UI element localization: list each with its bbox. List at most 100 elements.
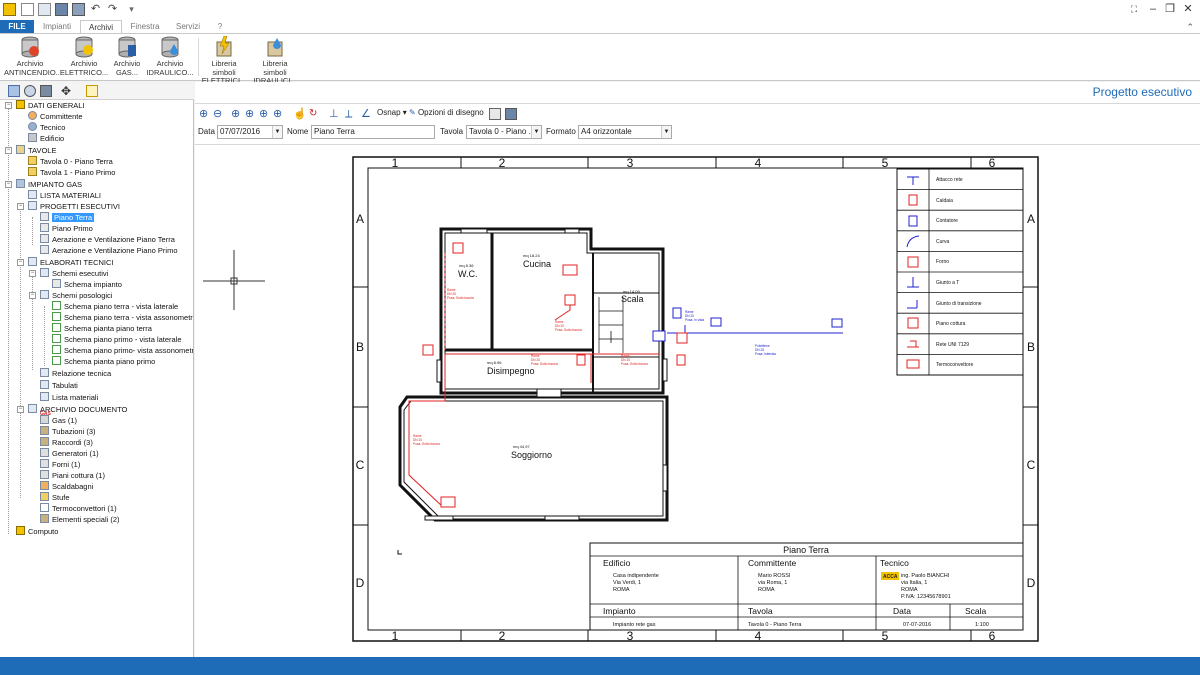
tab-help[interactable]: ? bbox=[217, 22, 223, 31]
chevron-down-icon[interactable]: ▼ bbox=[272, 126, 282, 138]
tab-finestra[interactable]: Finestra bbox=[130, 22, 160, 31]
data-field[interactable]: 07/07/2016▼ bbox=[217, 125, 283, 139]
drawing-canvas[interactable]: 1 2 3 4 5 6 1 2 3 4 5 6 A B C D bbox=[195, 144, 1200, 657]
archivio-idraulico-button[interactable]: Archivio IDRAULICO... bbox=[144, 36, 196, 80]
tree-toggle[interactable]: − bbox=[29, 270, 36, 277]
tree-lista-materiali-2[interactable]: Lista materiali bbox=[40, 392, 98, 403]
chevron-down-icon[interactable]: ▼ bbox=[531, 126, 541, 138]
tree-progetti-esecutivi[interactable]: PROGETTI ESECUTIVI bbox=[28, 201, 120, 212]
formato-select[interactable]: A4 orizzontale▼ bbox=[578, 125, 672, 139]
delete-item-icon[interactable] bbox=[40, 85, 52, 97]
tree-toggle[interactable]: − bbox=[17, 406, 24, 413]
tree-tavola0[interactable]: Tavola 0 - Piano Terra bbox=[28, 156, 113, 167]
tree-schema-1[interactable]: Schema piano terra - vista laterale bbox=[52, 301, 178, 312]
tree-computo[interactable]: Computo bbox=[16, 526, 58, 537]
tree-toggle[interactable]: − bbox=[29, 292, 36, 299]
tree-aerazione-terra[interactable]: Aerazione e Ventilazione Piano Terra bbox=[40, 234, 175, 245]
tab-archivi[interactable]: Archivi bbox=[80, 20, 122, 34]
tree-stufe[interactable]: Stufe bbox=[40, 492, 70, 503]
zoom-previous-icon[interactable]: ⊕ bbox=[259, 108, 269, 120]
tree-tavola1[interactable]: Tavola 1 - Piano Primo bbox=[28, 167, 115, 178]
tree-schemi-posologici[interactable]: Schemi posologici bbox=[40, 290, 112, 301]
snap-endpoint-icon[interactable]: ⊥ bbox=[329, 108, 339, 120]
tree-schemi-esecutivi[interactable]: Schemi esecutivi bbox=[40, 268, 108, 279]
archivio-gas-button[interactable]: Archivio GAS... bbox=[112, 36, 142, 80]
tree-piano-terra[interactable]: Piano Terra bbox=[40, 212, 95, 223]
osnap-dropdown[interactable]: Osnap ▾ bbox=[377, 108, 407, 117]
copy-item-icon[interactable] bbox=[24, 85, 36, 97]
tree-tecnico[interactable]: Tecnico bbox=[28, 122, 65, 133]
new-item-icon[interactable] bbox=[8, 85, 20, 97]
zoom-out-icon[interactable]: ⊖ bbox=[213, 108, 223, 120]
floor-plan-svg[interactable]: 1 2 3 4 5 6 1 2 3 4 5 6 A B C D bbox=[195, 145, 1200, 658]
tree-relazione-tecnica[interactable]: Relazione tecnica bbox=[40, 368, 111, 379]
libreria-simboli-elettrici-button[interactable]: Libreria simboli ELETTRICI... bbox=[200, 35, 248, 85]
tree-toggle[interactable]: − bbox=[17, 259, 24, 266]
redo-icon[interactable]: ↷ bbox=[107, 3, 118, 15]
tree-termoconvettori[interactable]: Termoconvettori (1) bbox=[40, 503, 117, 514]
tree-committente[interactable]: Committente bbox=[28, 111, 83, 122]
tree-piani-cottura[interactable]: Piani cottura (1) bbox=[40, 470, 105, 481]
nome-field[interactable]: Piano Terra bbox=[311, 125, 435, 139]
tree-dati-generali[interactable]: DATI GENERALI bbox=[16, 100, 85, 111]
zoom-window-icon[interactable]: ⊕ bbox=[231, 108, 241, 120]
tab-impianti[interactable]: Impianti bbox=[42, 22, 71, 31]
save-icon[interactable] bbox=[55, 3, 68, 16]
minimize-button[interactable]: – bbox=[1149, 3, 1157, 15]
tree-schema-4[interactable]: Schema piano primo - vista laterale bbox=[52, 334, 182, 345]
tree-schema-6[interactable]: Schema pianta piano primo bbox=[52, 356, 155, 367]
tree-elementi-speciali[interactable]: Elementi speciali (2) bbox=[40, 514, 120, 525]
save-drawing-icon[interactable] bbox=[505, 108, 517, 120]
customize-qat-icon[interactable]: ▾ bbox=[129, 4, 134, 14]
tree-elaborati-tecnici[interactable]: ELABORATI TECNICI bbox=[28, 257, 114, 268]
tree-aerazione-primo[interactable]: Aerazione e Ventilazione Piano Primo bbox=[40, 245, 178, 256]
tree-tabulati[interactable]: Tabulati bbox=[40, 380, 78, 391]
tree-toggle[interactable]: − bbox=[5, 181, 12, 188]
tree-schema-5[interactable]: Schema piano primo- vista assonometrica bbox=[52, 345, 193, 356]
tree-tavole[interactable]: TAVOLE bbox=[16, 145, 56, 156]
tree-schema-2[interactable]: Schema piano terra - vista assonometrica bbox=[52, 312, 193, 323]
restore-button[interactable]: ❐ bbox=[1165, 3, 1175, 15]
tree-scaldabagni[interactable]: Scaldabagni bbox=[40, 481, 93, 492]
tree-forni[interactable]: Forni (1) bbox=[40, 459, 80, 470]
snap-perpendicular-icon[interactable]: ⟂ bbox=[345, 108, 353, 120]
move-icon[interactable]: ✥ bbox=[60, 84, 72, 98]
tree-piano-primo[interactable]: Piano Primo bbox=[40, 223, 93, 234]
new-file-icon[interactable] bbox=[21, 3, 34, 16]
zoom-extents-icon[interactable]: ⊕ bbox=[245, 108, 255, 120]
tree-schema-3[interactable]: Schema pianta piano terra bbox=[52, 323, 152, 334]
tavola-select[interactable]: Tavola 0 - Piano ...▼ bbox=[466, 125, 542, 139]
open-file-icon[interactable] bbox=[38, 3, 51, 16]
tree-toggle[interactable]: − bbox=[5, 102, 12, 109]
tree-lista-materiali[interactable]: LISTA MATERIALI bbox=[28, 190, 101, 201]
zoom-all-icon[interactable]: ⊕ bbox=[273, 108, 283, 120]
ribbon-collapse-icon[interactable]: ⌃ bbox=[1186, 22, 1194, 32]
zoom-in-icon[interactable]: ⊕ bbox=[199, 108, 209, 120]
drawing-options-button[interactable]: ✎ Opzioni di disegno bbox=[409, 108, 484, 117]
tree-impianto-gas[interactable]: IMPIANTO GAS bbox=[16, 179, 82, 190]
archivio-antincendio-button[interactable]: Archivio ANTINCENDIO... bbox=[4, 36, 62, 80]
archivio-elettrico-button[interactable]: Archivio ELETTRICO... bbox=[58, 36, 110, 80]
snap-angle-icon[interactable]: ∠ bbox=[361, 108, 371, 120]
tree-archivio-documento[interactable]: ARCHIVIO DOCUMENTO bbox=[28, 404, 127, 415]
chevron-down-icon[interactable]: ▼ bbox=[661, 126, 671, 138]
libreria-simboli-idraulici-button[interactable]: Libreria simboli IDRAULICI... bbox=[250, 36, 300, 85]
view-icon[interactable] bbox=[86, 85, 98, 97]
close-button[interactable]: ✕ bbox=[1183, 3, 1193, 15]
tree-tubazioni[interactable]: Tubazioni (3) bbox=[40, 426, 96, 437]
tree-toggle[interactable]: − bbox=[17, 203, 24, 210]
tree-raccordi[interactable]: Raccordi (3) bbox=[40, 437, 93, 448]
tree-gas[interactable]: Gas (1) bbox=[40, 415, 77, 426]
redraw-icon[interactable]: ↻ bbox=[309, 108, 318, 119]
tree-generatori[interactable]: Generatori (1) bbox=[40, 448, 99, 459]
print-icon[interactable] bbox=[489, 108, 501, 120]
fullscreen-icon[interactable]: ⛶ bbox=[1130, 4, 1138, 14]
tree-schema-impianto[interactable]: Schema impianto bbox=[52, 279, 122, 290]
pan-hand-icon[interactable]: ☝ bbox=[293, 108, 307, 120]
tab-file[interactable]: FILE bbox=[0, 20, 34, 34]
tab-servizi[interactable]: Servizi bbox=[175, 22, 200, 31]
tree-toggle[interactable]: − bbox=[5, 147, 12, 154]
tree-edificio[interactable]: Edificio bbox=[28, 133, 64, 144]
save-all-icon[interactable] bbox=[72, 3, 85, 16]
undo-icon[interactable]: ↶ bbox=[90, 3, 101, 15]
